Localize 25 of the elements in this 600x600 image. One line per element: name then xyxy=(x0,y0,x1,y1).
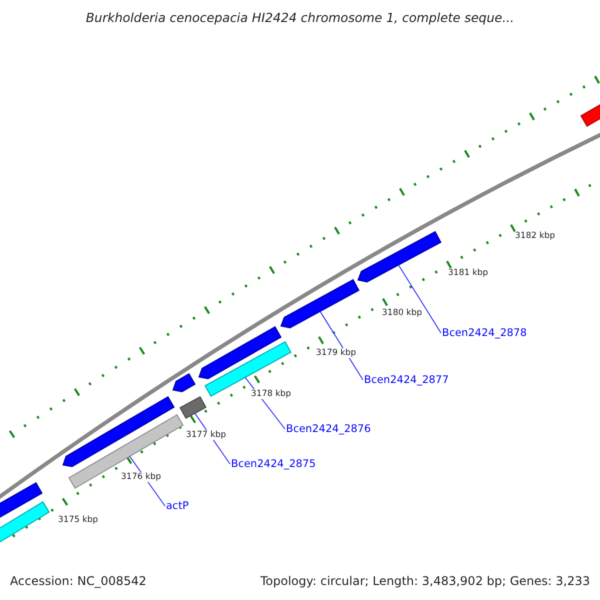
scale-label: 3181 kbp xyxy=(448,268,488,278)
scale-label: 3177 kbp xyxy=(186,430,226,440)
scale-label: 3175 kbp xyxy=(58,515,98,525)
gene-feature xyxy=(172,373,196,392)
gene-feature xyxy=(62,396,175,468)
leader-line xyxy=(398,264,442,334)
scale-label: 3182 kbp xyxy=(515,231,556,241)
gene-feature xyxy=(198,326,282,380)
gene-feature xyxy=(204,341,292,397)
scale-label: 3176 kbp xyxy=(121,472,162,482)
gene-label: Bcen2424_2877 xyxy=(364,374,449,386)
footer-text: Accession: NC_008542 xyxy=(10,574,146,588)
gene-feature xyxy=(68,414,184,489)
scale-label: 3178 kbp xyxy=(251,389,292,399)
gene-label: Bcen2424_2876 xyxy=(286,423,371,435)
scale-label: 3180 kbp xyxy=(382,308,422,318)
gene-label: Bcen2424_2875 xyxy=(231,458,316,470)
gene-feature xyxy=(179,396,207,419)
gene-feature xyxy=(280,279,360,328)
map-title: Burkholderia cenocepacia HI2424 chromosome 1, complete seque... xyxy=(84,9,516,27)
gene-label: Bcen2424_2878 xyxy=(442,327,527,339)
footer-text: Topology: circular; Length: 3,483,902 bp; Genes: 3,233 xyxy=(260,574,590,588)
gene-feature xyxy=(357,231,442,282)
scale-label: 3179 kbp xyxy=(316,348,356,358)
gene-label: actP xyxy=(166,500,189,512)
